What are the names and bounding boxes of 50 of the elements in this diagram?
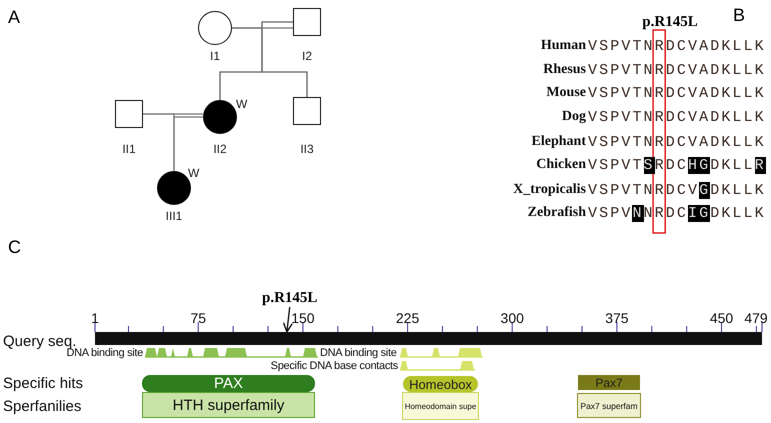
domain-hit-bar: Homeobox xyxy=(403,376,478,392)
row-label: Sperfanilies xyxy=(3,399,82,414)
tick-label: 150 xyxy=(291,311,315,325)
row-label: Specific hits xyxy=(3,376,84,391)
species-name: Chicken xyxy=(536,158,586,172)
mutation-label: p.R145L xyxy=(262,291,318,306)
individual-label: II1 xyxy=(122,143,136,155)
mutation-label: p.R145L xyxy=(642,15,698,30)
individual-label: I1 xyxy=(210,50,220,62)
mark-label: W xyxy=(236,98,248,110)
track-label: DNA binding site xyxy=(320,348,397,359)
domain-hit-bar: PAX xyxy=(142,375,315,392)
species-name: Dog xyxy=(562,110,586,124)
individual-label: III1 xyxy=(166,210,182,222)
female-symbol xyxy=(198,11,232,45)
panel-letter: C xyxy=(8,238,21,256)
pedigree-line xyxy=(173,116,203,171)
superfamily-bar: HTH superfamily xyxy=(142,392,315,418)
track-label: Specific DNA base contacts xyxy=(270,361,398,372)
track-label: DNA binding site xyxy=(66,348,143,359)
superfamily-bar: Homeodomain supe xyxy=(402,392,479,420)
tick-label: 479 xyxy=(744,311,768,325)
tick-label: 1 xyxy=(91,311,99,325)
species-name: Elephant xyxy=(532,135,586,149)
tick-label: 75 xyxy=(190,311,206,325)
tick-label: 450 xyxy=(710,311,734,325)
arrow xyxy=(282,306,294,333)
individual-label: II3 xyxy=(300,143,314,155)
tick-label: 375 xyxy=(605,311,629,325)
track-label: Query seq. xyxy=(3,334,76,349)
panel-letter: B xyxy=(733,6,746,24)
panel-letter: A xyxy=(8,8,20,26)
male-symbol xyxy=(293,97,321,125)
mark-label: W xyxy=(188,167,200,179)
individual-label: II2 xyxy=(213,143,227,155)
domain-hit-bar: Pax7 xyxy=(578,375,640,390)
species-name: Human xyxy=(540,39,586,53)
pedigree-line xyxy=(261,21,308,97)
individual-label: I2 xyxy=(302,50,312,62)
male-symbol xyxy=(115,100,143,128)
species-name: Zebrafish xyxy=(528,206,586,220)
tick-label: 300 xyxy=(500,311,524,325)
species-name: Rhesus xyxy=(543,63,586,77)
sequence-axis-bar xyxy=(95,332,762,345)
superfamily-bar: Pax7 superfam xyxy=(577,393,641,418)
species-name: X_tropicalis xyxy=(513,183,586,197)
species-name: Mouse xyxy=(546,86,586,100)
male-symbol xyxy=(293,8,321,36)
tick-label: 225 xyxy=(396,311,420,325)
affected-female-symbol xyxy=(203,100,237,134)
